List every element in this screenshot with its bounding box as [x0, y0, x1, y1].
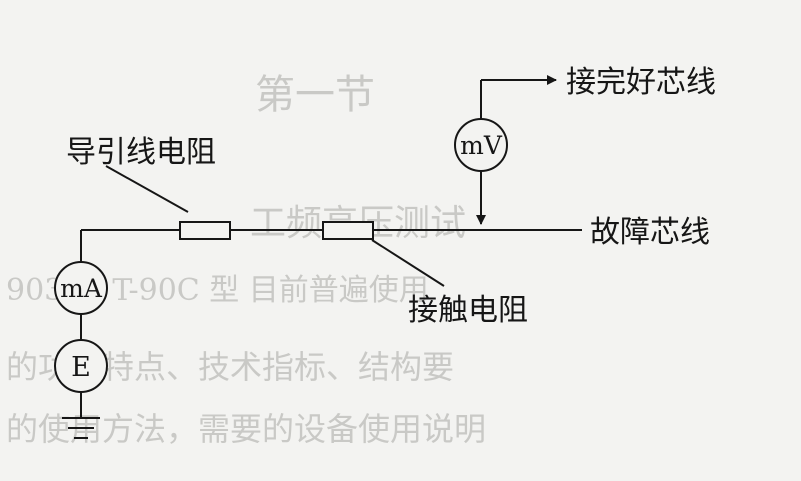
leader-lead-resistance: [105, 165, 189, 213]
voltage-source-circle: [54, 339, 108, 393]
milliammeter-circle: [54, 261, 108, 315]
ground-icon: [62, 417, 100, 439]
millivoltmeter-label: mV: [460, 131, 503, 160]
wiring: [80, 75, 582, 418]
voltage-source-label: E: [71, 352, 91, 383]
milliammeter-label: mA: [60, 274, 103, 303]
leader-contact-resistance: [371, 239, 445, 287]
faulty-core-label: 故障芯线: [590, 215, 710, 250]
lead-resistance-label: 导引线电阻: [66, 135, 216, 170]
bleed-text-1: 第一节: [255, 72, 375, 118]
contact-resistor-symbol: [322, 221, 374, 240]
good-core-label: 接完好芯线: [566, 65, 716, 100]
lead-resistor-symbol: [179, 221, 231, 240]
contact-resistance-label: 接触电阻: [408, 293, 528, 328]
millivoltmeter-circle: [454, 118, 508, 172]
milliammeter: mA: [54, 261, 108, 315]
voltage-source: E: [54, 339, 108, 393]
millivoltmeter: mV: [454, 118, 508, 172]
